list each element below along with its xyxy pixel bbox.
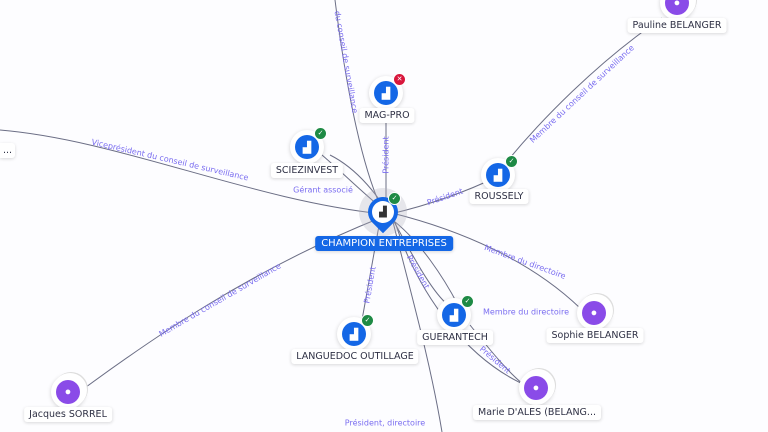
company-label[interactable]: GUERANTECH [417, 330, 493, 345]
building-icon: ▟ [295, 135, 319, 159]
center-node[interactable]: ▟ ✓ [359, 188, 407, 236]
company-node-languedoc-outillage[interactable]: ▟✓ [337, 314, 374, 351]
check-icon: ✓ [461, 295, 474, 308]
user-icon: ● [56, 380, 80, 404]
person-node-marie-d-ales[interactable]: ● [519, 371, 553, 405]
check-icon: ✓ [388, 192, 401, 205]
user-icon: ● [524, 376, 548, 400]
person-label[interactable]: Jacques SORREL [24, 407, 112, 422]
user-icon: ● [582, 301, 606, 325]
building-icon: ▟ [374, 81, 398, 105]
company-label[interactable]: LANGUEDOC OUTILLAGE [291, 349, 419, 364]
center-node-label[interactable]: CHAMPION ENTREPRISES [315, 236, 453, 251]
company-label[interactable]: ROUSSELY [469, 189, 529, 204]
check-icon: ✓ [361, 314, 374, 327]
edge-line [0, 129, 384, 215]
person-node-pauline-belanger[interactable]: ● [660, 0, 694, 20]
company-node-roussely[interactable]: ▟✓ [481, 155, 518, 192]
edge-line [391, 212, 581, 309]
company-label[interactable]: SCIEZINVEST [270, 163, 344, 178]
company-node-sciezinvest[interactable]: ▟✓ [290, 127, 327, 164]
company-node-guerantech[interactable]: ▟✓ [437, 295, 474, 332]
person-node-jacques-sorrel[interactable]: ● [51, 375, 85, 409]
company-node-mag-pro[interactable]: ▟✕ [369, 73, 406, 110]
edge-line [499, 17, 663, 171]
edges [0, 0, 663, 432]
person-label[interactable]: Pauline BELANGER [627, 18, 727, 33]
edge-line [389, 217, 459, 306]
person-node-sophie-belanger[interactable]: ● [577, 296, 611, 330]
offscreen-node-label[interactable]: ... [0, 143, 16, 158]
building-icon: ▟ [442, 303, 466, 327]
check-icon: ✓ [314, 127, 327, 140]
edge-line [392, 221, 443, 432]
building-icon: ▟ [486, 163, 510, 187]
company-label[interactable]: MAG-PRO [359, 108, 415, 123]
person-label[interactable]: Marie D'ALES (BELANG... [473, 405, 601, 420]
edge-line [334, 0, 381, 206]
x-icon: ✕ [393, 73, 406, 86]
building-icon: ▟ [342, 322, 366, 346]
edge-line [392, 219, 449, 306]
check-icon: ✓ [505, 155, 518, 168]
user-icon: ● [665, 0, 689, 15]
person-label[interactable]: Sophie BELANGER [546, 328, 644, 343]
